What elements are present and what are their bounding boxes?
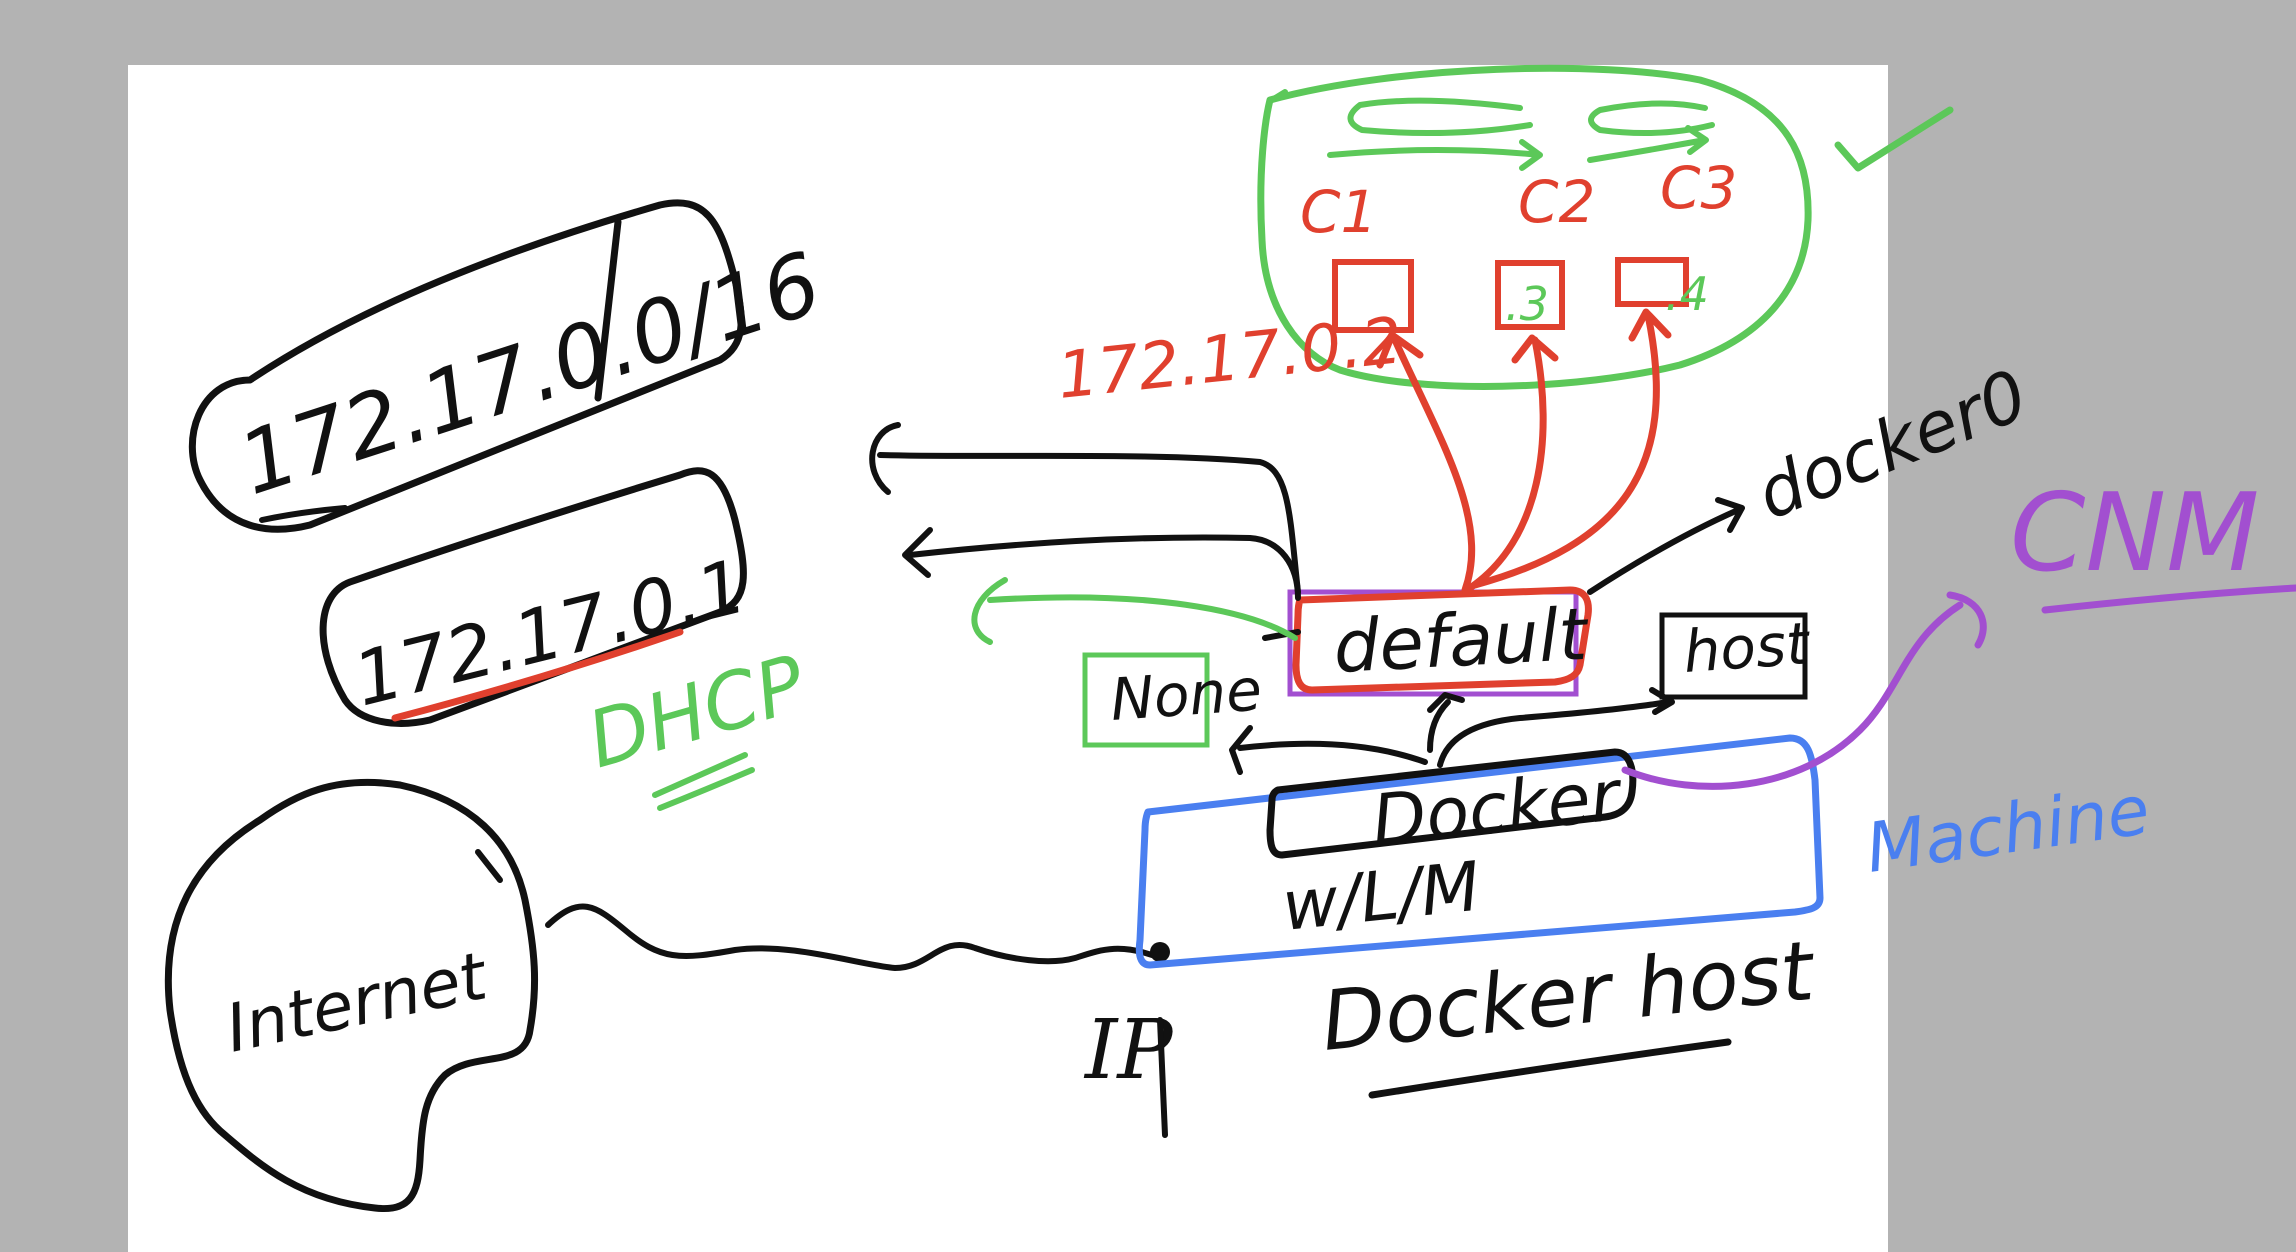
container-c2-label: C2 <box>1518 168 1595 236</box>
internet-cloud-notch <box>475 849 503 883</box>
container-network-ellipse-tick <box>1269 89 1288 103</box>
machine-label: Machine <box>1861 771 2154 889</box>
arrow-engine-to-default <box>1427 699 1451 753</box>
container-c3-label: C3 <box>1660 154 1737 222</box>
arrow-engine-to-cnm <box>1621 601 1964 790</box>
arrow-default-to-c1-head <box>1376 331 1424 369</box>
host-network-label: host <box>1681 609 1813 686</box>
arrow-default-left-1-head <box>869 422 901 495</box>
arrow-default-left-green <box>987 594 1298 641</box>
container-c2-ip-label: .3 <box>1505 277 1549 331</box>
host-network-box <box>1659 612 1808 700</box>
gateway-outline <box>319 467 747 727</box>
arrow-engine-to-cnm-head <box>1946 591 1987 649</box>
link-c1-c2-loop <box>1347 97 1533 137</box>
arrow-default-to-docker0-head <box>1715 497 1745 533</box>
dhcp-underline-2 <box>657 767 755 811</box>
none-network-label: None <box>1108 656 1264 734</box>
arrow-engine-to-none-head <box>1229 725 1253 775</box>
container-c1-ip-label: 172.17.0.2 <box>1054 304 1406 414</box>
internet-connection-line <box>545 903 1163 971</box>
arrow-default-to-c2 <box>1466 336 1547 592</box>
docker-host-machine-box <box>1135 734 1824 969</box>
internet-cloud-outline <box>164 778 539 1213</box>
subnet-label: 172.17.0.0/16 <box>228 233 833 515</box>
arrow-engine-to-host-head <box>1649 687 1675 715</box>
arrow-default-to-c3-head <box>1628 308 1672 342</box>
dhcp-group: DHCP <box>578 639 815 811</box>
ip-stem <box>1157 1017 1168 1138</box>
arrow-default-to-docker0 <box>1587 507 1741 595</box>
tick-default-left <box>1262 629 1301 641</box>
arrow-default-to-c3 <box>1471 311 1660 589</box>
subnet-divider <box>594 218 622 402</box>
arrow-default-left-2-head <box>902 527 933 578</box>
subnet-outline <box>188 199 745 533</box>
default-network-box-red <box>1292 586 1592 694</box>
subnet-underline <box>259 505 348 523</box>
subnet-group: 172.17.0.0/16 <box>188 199 833 533</box>
connection-endpoint-dot <box>1150 942 1170 962</box>
container-network-ellipse <box>1257 64 1812 390</box>
link-c2-c3-loop <box>1588 100 1715 137</box>
gateway-underline-red <box>391 628 684 722</box>
default-network-label: default <box>1331 592 1591 689</box>
internet-group: Internet <box>164 778 539 1213</box>
link-c2-c3-arrow <box>1587 125 1709 163</box>
arrow-engine-to-none <box>1237 740 1428 765</box>
arrow-engine-to-default-head <box>1427 692 1465 713</box>
container-c3-ip-label: .4 <box>1665 267 1709 321</box>
arrow-default-left-2 <box>907 534 1301 601</box>
container-c3-box <box>1615 257 1689 307</box>
arrow-default-to-c1 <box>1391 336 1476 594</box>
container-c1-box <box>1332 259 1414 333</box>
arrow-engine-to-host <box>1437 699 1671 768</box>
container-c2-box <box>1495 260 1565 330</box>
whiteboard-canvas <box>128 65 1888 1252</box>
check-mark-icon <box>1834 106 1954 172</box>
cnm-underline <box>2041 584 2296 614</box>
os-label: w/L/M <box>1279 848 1484 947</box>
internet-label: Internet <box>219 937 495 1067</box>
none-network-box <box>1082 652 1210 748</box>
docker-host-underline <box>1368 1038 1732 1099</box>
docker-engine-label: Docker <box>1368 754 1627 862</box>
arrow-default-left-green-head <box>971 577 1008 645</box>
arrow-default-left-1 <box>877 452 1301 595</box>
docker0-label: docker0 <box>1746 354 2039 536</box>
arrow-default-to-c2-head <box>1511 334 1559 364</box>
cnm-label: CNM <box>2010 471 2259 596</box>
link-c1-c2-arrow <box>1327 139 1543 171</box>
dhcp-underline-1 <box>652 752 748 798</box>
container-c1-label: C1 <box>1300 178 1377 246</box>
